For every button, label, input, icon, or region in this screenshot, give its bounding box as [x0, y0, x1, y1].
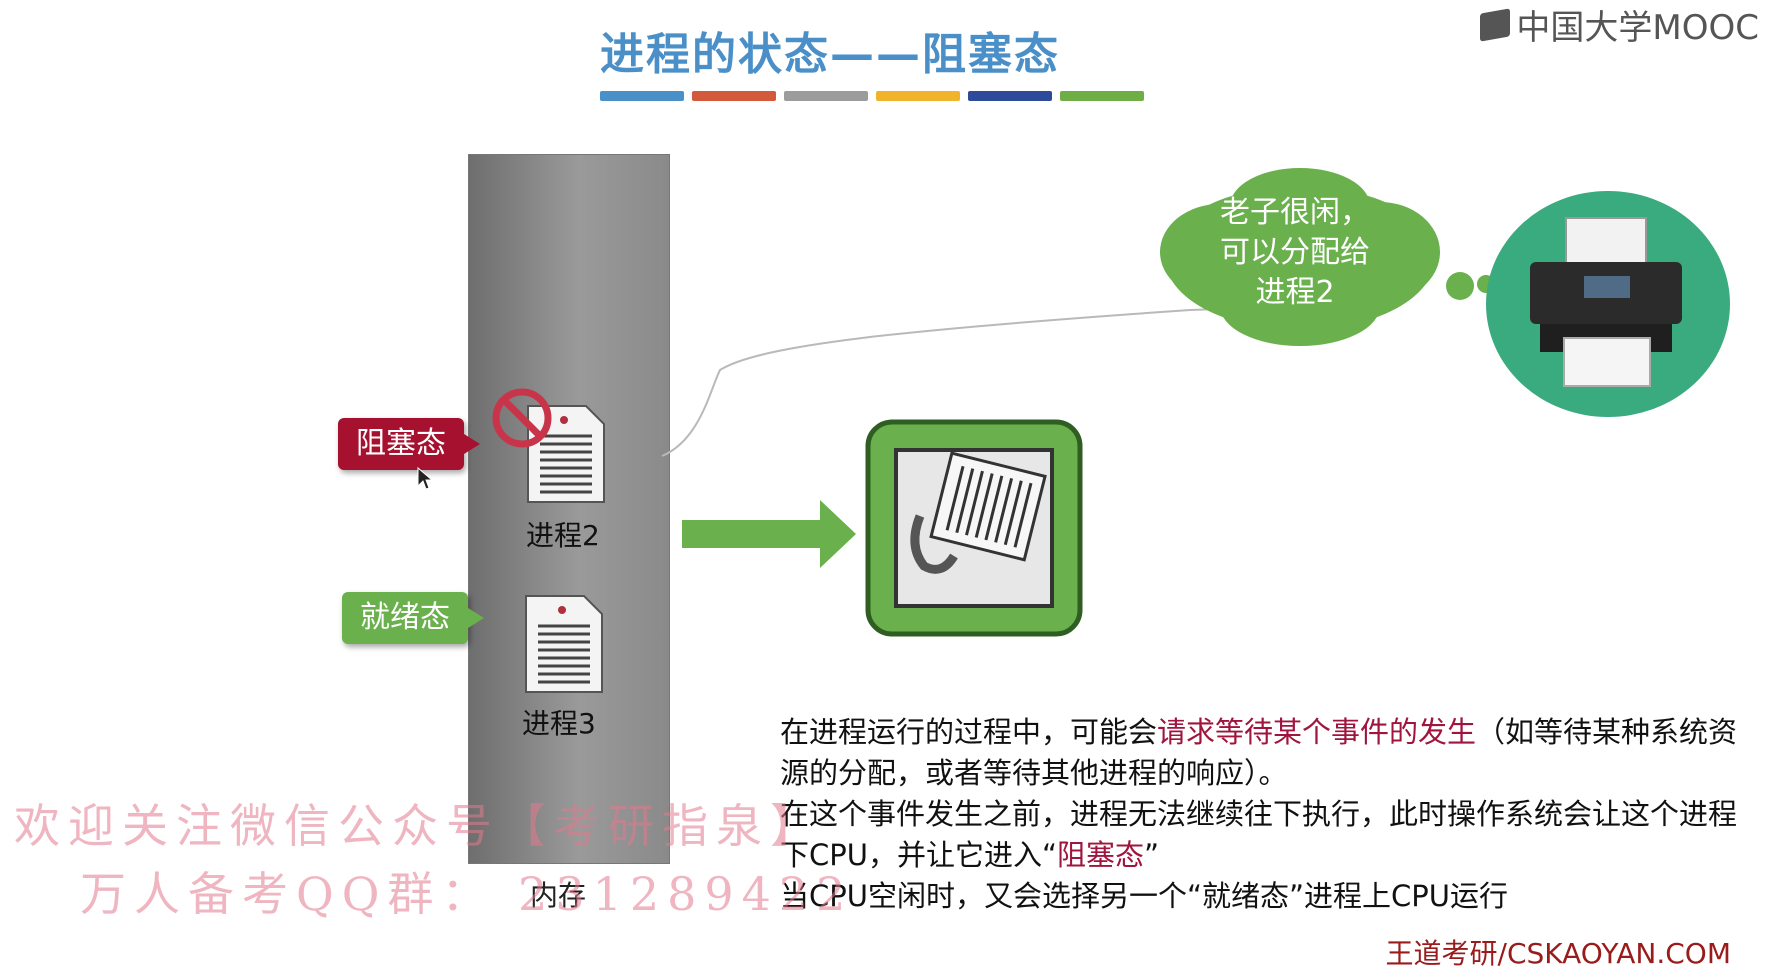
title-bar-2	[692, 91, 776, 101]
memory-column	[468, 154, 670, 864]
desc-p2-text: 在这个事件发生之前，进程无法继续往下执行，此时操作系统会让这个进程下CPU，并让…	[780, 797, 1738, 872]
ready-state-tag: 就绪态	[342, 592, 484, 644]
title-bar-4	[876, 91, 960, 101]
desc-p1-highlight: 请求等待某个事件的发生	[1157, 715, 1477, 749]
thought-bubble-icon	[1160, 168, 1495, 346]
mouse-cursor-icon	[417, 466, 434, 490]
title-bar-3	[784, 91, 868, 101]
prohibited-icon	[492, 388, 552, 448]
bubble-line-3: 进程2	[1255, 275, 1335, 310]
process-to-cpu-arrow	[682, 500, 856, 568]
logo-text: 中国大学MOOC	[1516, 8, 1759, 48]
book-icon	[1480, 7, 1511, 42]
credit-text: 王道考研/CSKAOYAN.COM	[1385, 937, 1731, 970]
bubble-line-2: 可以分配给	[1220, 235, 1370, 270]
description-paragraph-2: 在这个事件发生之前，进程无法继续往下执行，此时操作系统会让这个进程下CPU，并让…	[780, 794, 1760, 876]
watermark-line-1: 欢迎关注微信公众号【考研指泉】	[14, 799, 824, 853]
description-paragraph-3: 当CPU空闲时，又会选择另一个“就绪态”进程上CPU运行	[780, 879, 1508, 913]
desc-p1-text: 在进程运行的过程中，可能会	[780, 715, 1158, 749]
process2-label: 进程2	[526, 519, 600, 552]
desc-p2-highlight: 阻塞态	[1057, 838, 1145, 872]
mooc-logo: 中国大学MOOC	[1480, 0, 1759, 49]
watermark-line-2: 万人备考QQ群： 231289422	[80, 867, 854, 921]
description-paragraph-1: 在进程运行的过程中，可能会请求等待某个事件的发生（如等待某种系统资源的分配，或者…	[780, 712, 1760, 794]
description-text: 在进程运行的过程中，可能会请求等待某个事件的发生（如等待某种系统资源的分配，或者…	[780, 712, 1760, 917]
printer-icon	[1486, 191, 1730, 417]
title-bar-1	[600, 91, 684, 101]
document-icon	[525, 595, 603, 693]
bubble-line-1: 老子很闲，	[1220, 195, 1370, 230]
memory-label: 内存	[530, 879, 587, 912]
cpu-chip-icon	[865, 419, 1083, 637]
printer-thought-text: 老子很闲， 可以分配给 进程2	[1190, 193, 1400, 313]
title-bar-6	[1060, 91, 1144, 101]
process3-label: 进程3	[522, 707, 596, 740]
slide-title: 进程的状态——阻塞态	[600, 29, 1060, 80]
desc-p1-tail: （如等待某种系统资源的分配，或者等待其他进程的响应）。	[780, 715, 1738, 790]
desc-p2-tail: ”	[1144, 838, 1160, 872]
title-bar-5	[968, 91, 1052, 101]
blocked-state-tag: 阻塞态	[338, 418, 480, 470]
